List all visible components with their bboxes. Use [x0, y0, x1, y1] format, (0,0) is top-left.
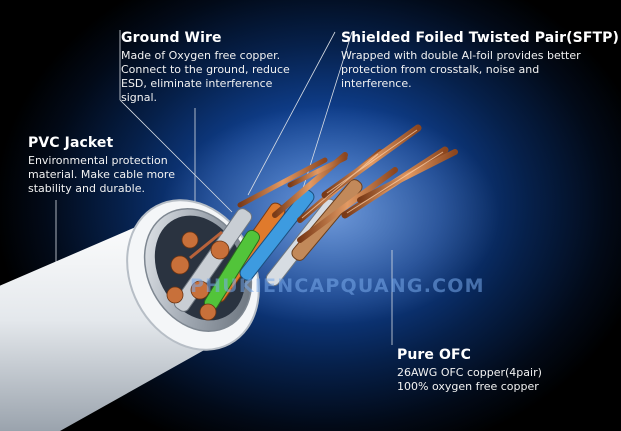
pvc-jacket-line: Environmental protection — [28, 154, 168, 167]
pvc-jacket-description: Environmental protection material. Make … — [28, 154, 175, 196]
pvc-jacket-line: stability and durable. — [28, 182, 145, 195]
sftp-line: interference. — [341, 77, 412, 90]
sftp-description: Wrapped with double Al-foil provides bet… — [341, 49, 619, 91]
sftp-line: Wrapped with double Al-foil provides bet… — [341, 49, 581, 62]
sftp-line: protection from crosstalk, noise and — [341, 63, 540, 76]
pure-ofc-description: 26AWG OFC copper(4pair) 100% oxygen free… — [397, 366, 542, 394]
pure-ofc-title: Pure OFC — [397, 347, 472, 363]
sftp-title: Shielded Foiled Twisted Pair(SFTP) — [341, 30, 620, 46]
pure-ofc-line: 26AWG OFC copper(4pair) — [397, 366, 542, 379]
pvc-jacket-title: PVC Jacket — [28, 135, 114, 151]
ground-wire-line: signal. — [121, 91, 158, 104]
ground-wire-description: Made of Oxygen free copper. Connect to t… — [121, 49, 290, 105]
ground-wire-line: ESD, eliminate interference — [121, 77, 273, 90]
watermark-text: PHUKIENCAPQUANG.COM — [190, 275, 485, 297]
ground-wire-line: Made of Oxygen free copper. — [121, 49, 281, 62]
pure-ofc-line: 100% oxygen free copper — [397, 380, 539, 393]
pvc-jacket-callout: PVC Jacket Environmental protection mate… — [28, 135, 175, 196]
ground-wire-line: Connect to the ground, reduce — [121, 63, 290, 76]
ground-wire-title: Ground Wire — [121, 30, 222, 46]
sftp-callout: Shielded Foiled Twisted Pair(SFTP) Wrapp… — [341, 30, 619, 91]
twisted-pairs — [166, 124, 458, 321]
pure-ofc-callout: Pure OFC 26AWG OFC copper(4pair) 100% ox… — [397, 347, 542, 394]
pvc-jacket-line: material. Make cable more — [28, 168, 175, 181]
ground-wire-callout: Ground Wire Made of Oxygen free copper. … — [121, 30, 290, 105]
